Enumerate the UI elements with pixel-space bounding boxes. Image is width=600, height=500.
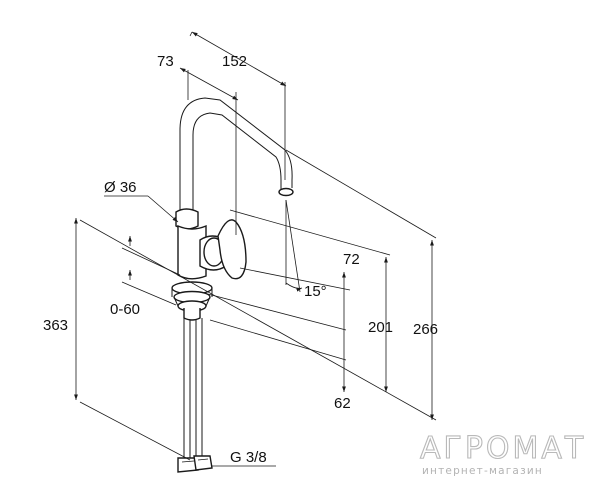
dimension-lines [74, 31, 437, 467]
spout-tube-inner [192, 112, 282, 212]
dim-72: 72 [343, 251, 360, 268]
watermark: АГРОМАТ интернет-магазин [419, 430, 586, 477]
faucet-body [171, 97, 294, 473]
dim-266: 266 [413, 321, 438, 338]
dim-62: 62 [334, 395, 351, 412]
dim-363: 363 [43, 317, 68, 334]
spout-tube [179, 97, 293, 212]
dim-angle-15: 15° [304, 283, 327, 300]
dimension-labels: 152 73 Ø 36 72 15° 0-60 363 201 266 62 G… [43, 53, 438, 466]
watermark-subtitle: интернет-магазин [422, 465, 543, 477]
main-body [177, 224, 207, 280]
watermark-title: АГРОМАТ [420, 431, 586, 466]
dim-201: 201 [368, 319, 393, 336]
dim-73: 73 [157, 53, 174, 70]
spout-outlet [278, 187, 294, 197]
mounting-shank [183, 308, 201, 321]
dim-thread-g38: G 3/8 [230, 449, 267, 466]
dim-152: 152 [222, 53, 247, 70]
dim-diameter-36: Ø 36 [104, 179, 137, 196]
hose-fitting-right [193, 455, 213, 471]
dim-0-60: 0-60 [110, 301, 140, 318]
lever-handle [217, 219, 247, 280]
